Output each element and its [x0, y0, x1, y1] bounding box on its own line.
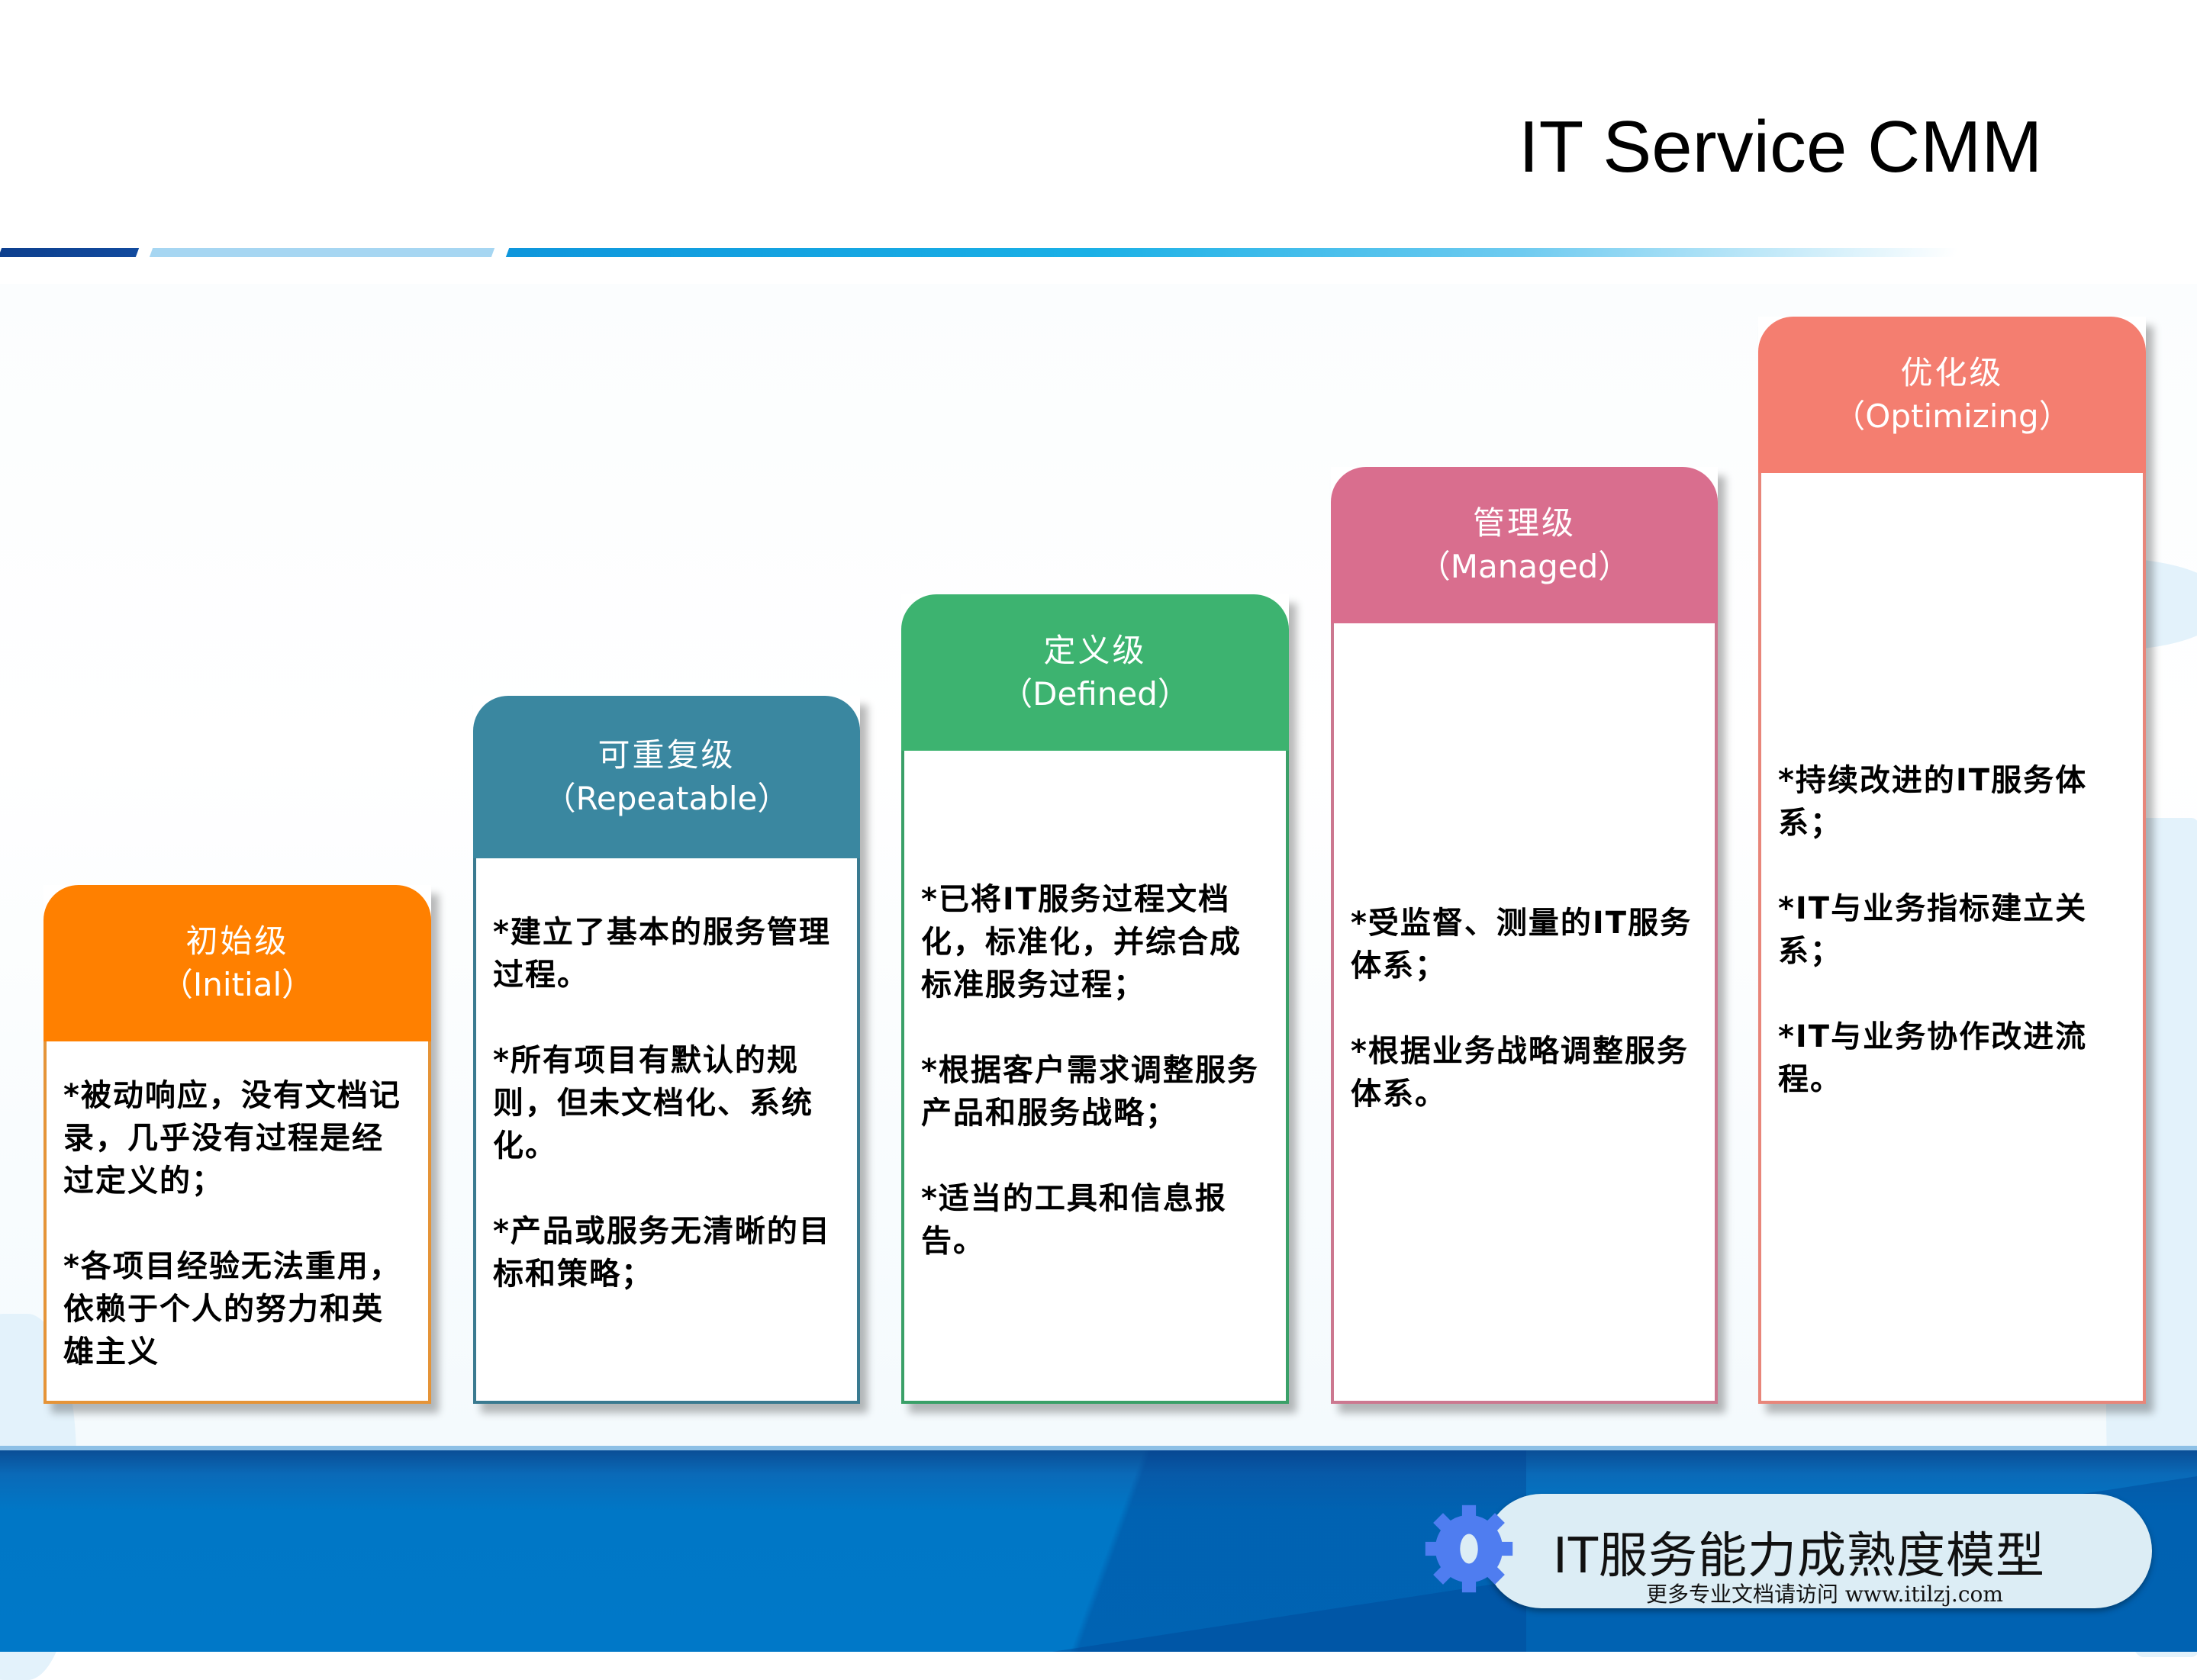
level-item: *所有项目有默认的规则，但未文档化、系统化。: [493, 1043, 813, 1163]
level-header: 初始级 （Initial）: [43, 885, 431, 1041]
level-card-initial: 初始级 （Initial） *被动响应，没有文档记录，几乎没有过程是经过定义的；…: [43, 885, 431, 1404]
level-header: 可重复级 （Repeatable）: [473, 696, 860, 858]
level-item: *适当的工具和信息报告。: [921, 1181, 1227, 1259]
level-item: *各项目经验无法重用，依赖于个人的努力和英雄主义: [63, 1249, 401, 1369]
level-name-cn: 优化级: [1900, 353, 2004, 391]
level-body: [473, 858, 860, 1404]
level-name-cn: 定义级: [1043, 631, 1147, 669]
footer-banner-subtitle: 更多专业文档请访问 www.itilzj.com: [1646, 1582, 2003, 1607]
level-body: [1331, 623, 1718, 1404]
level-card-repeatable: 可重复级 （Repeatable） *建立了基本的服务管理过程。 *所有项目有默…: [473, 696, 860, 1404]
level-name-cn: 初始级: [185, 922, 289, 960]
level-card-defined: 定义级 （Defined） *已将IT服务过程文档化，标准化，并综合成标准服务过…: [901, 594, 1289, 1404]
level-items: *受监督、测量的IT服务体系； *根据业务战略调整服务体系。: [1351, 902, 1701, 1115]
level-item: *建立了基本的服务管理过程。: [493, 915, 831, 993]
level-name-en: （Initial）: [160, 965, 314, 1003]
level-body: [901, 751, 1289, 1404]
level-name-en: （Optimizing）: [1833, 397, 2071, 435]
level-name-cn: 可重复级: [598, 735, 736, 774]
level-item: *IT与业务指标建立关系；: [1778, 891, 2088, 969]
level-items: *被动响应，没有文档记录，几乎没有过程是经过定义的； *各项目经验无法重用，依赖…: [63, 1074, 414, 1373]
level-header: 优化级 （Optimizing）: [1758, 317, 2146, 473]
level-name-en: （Managed）: [1418, 547, 1631, 585]
level-item: *根据客户需求调整服务产品和服务战略；: [921, 1053, 1259, 1131]
level-item: *IT与业务协作改进流程。: [1778, 1019, 2088, 1097]
level-body: [43, 1041, 431, 1404]
level-item: *根据业务战略调整服务体系。: [1351, 1034, 1689, 1112]
level-item: *持续改进的IT服务体系；: [1778, 763, 2088, 841]
level-item: *被动响应，没有文档记录，几乎没有过程是经过定义的；: [63, 1078, 401, 1199]
level-item: *受监督、测量的IT服务体系；: [1351, 906, 1693, 983]
level-item: *已将IT服务过程文档化，标准化，并综合成标准服务过程；: [921, 882, 1242, 1003]
level-card-optimizing: 优化级 （Optimizing） *持续改进的IT服务体系； *IT与业务指标建…: [1758, 317, 2146, 1404]
level-header: 管理级 （Managed）: [1331, 467, 1718, 623]
level-items: *持续改进的IT服务体系； *IT与业务指标建立关系； *IT与业务协作改进流程…: [1778, 759, 2129, 1101]
header-rule-gradient: [505, 248, 1960, 257]
gear-icon: [1425, 1505, 1513, 1593]
level-header: 定义级 （Defined）: [901, 594, 1289, 751]
slide-title: IT Service CMM: [1519, 106, 2043, 188]
level-items: *已将IT服务过程文档化，标准化，并综合成标准服务过程； *根据客户需求调整服务…: [921, 878, 1272, 1263]
footer-facet: [839, 1450, 1526, 1652]
header-rule-light: [149, 248, 495, 257]
level-name-en: （Repeatable）: [543, 779, 790, 817]
footer-banner-title: IT服务能力成熟度模型: [1553, 1528, 2045, 1585]
level-name-en: （Defined）: [1000, 674, 1190, 713]
level-body: [1758, 473, 2146, 1404]
level-card-managed: 管理级 （Managed） *受监督、测量的IT服务体系； *根据业务战略调整服…: [1331, 467, 1718, 1404]
level-items: *建立了基本的服务管理过程。 *所有项目有默认的规则，但未文档化、系统化。 *产…: [493, 911, 843, 1295]
level-item: *产品或服务无清晰的目标和策略；: [493, 1214, 831, 1292]
header-rule-dark: [0, 248, 140, 257]
level-name-cn: 管理级: [1472, 504, 1576, 542]
footer-banner: [1484, 1494, 2152, 1608]
